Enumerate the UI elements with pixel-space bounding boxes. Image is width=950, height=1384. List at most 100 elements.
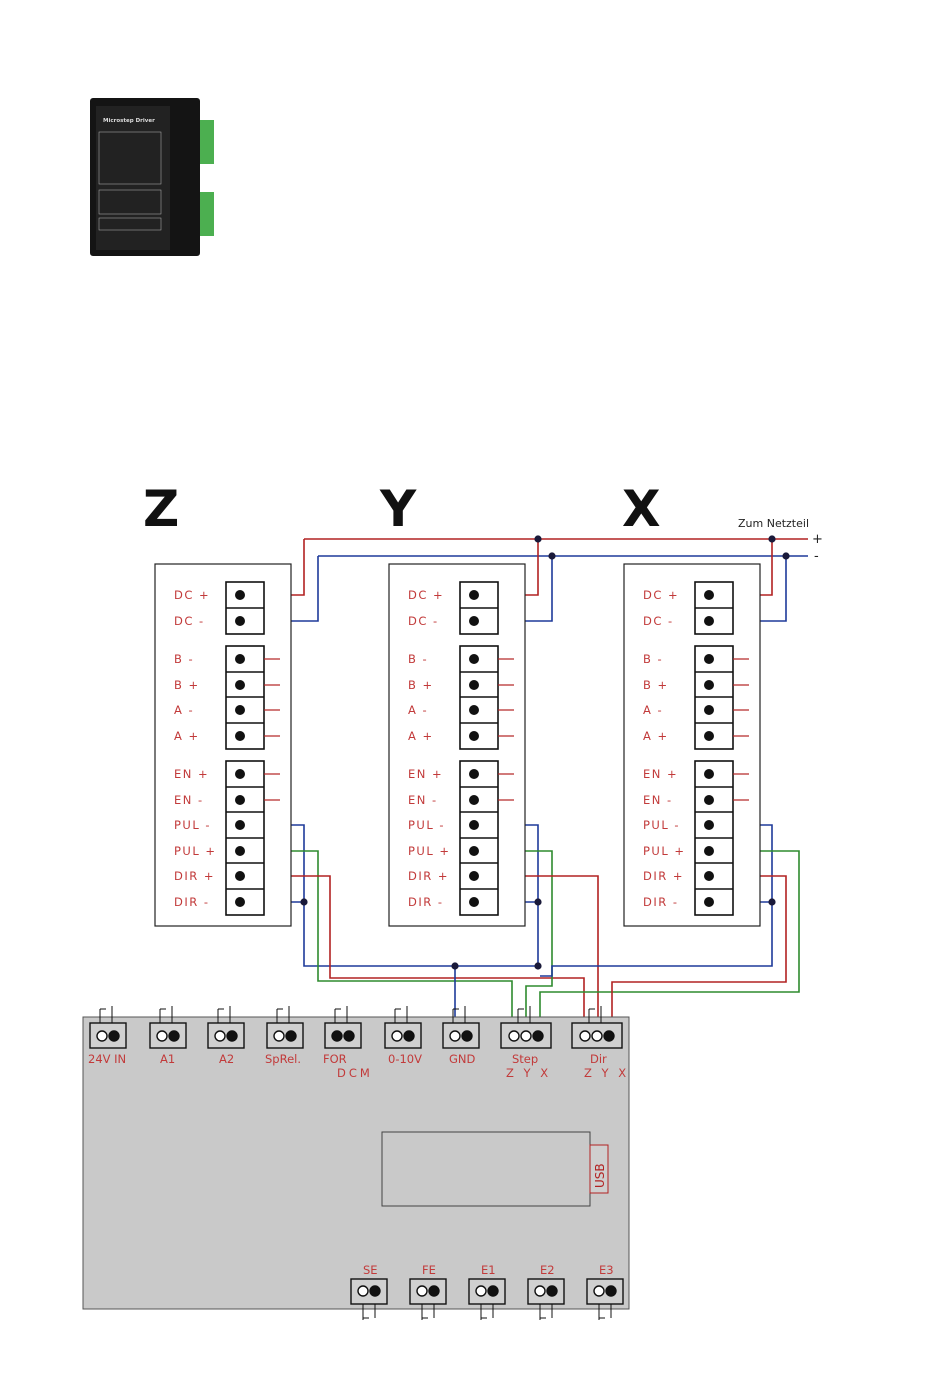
controller-port-0[interactable]: 24V IN xyxy=(88,1006,126,1066)
pin-label: PUL + xyxy=(408,844,451,858)
pin-label: PUL - xyxy=(174,818,211,832)
pin-label: B - xyxy=(408,652,428,666)
terminal-screw-icon[interactable] xyxy=(469,846,479,856)
terminal-screw-icon[interactable] xyxy=(704,795,714,805)
axis-heading-z: Z xyxy=(143,480,179,538)
pin-label: A - xyxy=(408,703,428,717)
terminal-screw-icon[interactable] xyxy=(469,897,479,907)
pin-label: A - xyxy=(643,703,663,717)
terminal-screw-icon[interactable] xyxy=(469,769,479,779)
port-sublabel: Z Y X xyxy=(584,1066,629,1080)
port-label: GND xyxy=(449,1052,476,1066)
terminal-screw-icon[interactable] xyxy=(235,871,245,881)
terminal-screw-icon[interactable] xyxy=(469,820,479,830)
axis-heading-x: X xyxy=(622,480,661,538)
terminal-screw-icon[interactable] xyxy=(704,846,714,856)
pin-label: B - xyxy=(643,652,663,666)
terminal-screw-icon[interactable] xyxy=(235,680,245,690)
terminal-screw-icon[interactable] xyxy=(235,654,245,664)
terminal-screw-icon[interactable] xyxy=(469,705,479,715)
input-label: E2 xyxy=(540,1263,555,1277)
terminal-screw-icon[interactable] xyxy=(235,897,245,907)
port-label: FOR xyxy=(323,1052,347,1066)
terminal-screw-icon[interactable] xyxy=(704,871,714,881)
terminal-screw-icon[interactable] xyxy=(469,590,479,600)
port-sublabel: Z Y X xyxy=(506,1066,551,1080)
terminal-screw-icon[interactable] xyxy=(469,731,479,741)
terminal-screw-icon[interactable] xyxy=(704,731,714,741)
terminal-screw-icon[interactable] xyxy=(235,795,245,805)
terminal-screw-icon[interactable] xyxy=(469,680,479,690)
terminal-screw-icon[interactable] xyxy=(704,820,714,830)
pin-label: DC + xyxy=(643,588,679,602)
supply-plus: + xyxy=(812,532,823,547)
pin-label: EN - xyxy=(174,793,204,807)
terminal-screw-icon[interactable] xyxy=(235,769,245,779)
pin-label: DC - xyxy=(643,614,674,628)
usb-label: USB xyxy=(593,1163,607,1188)
terminal-screw-icon[interactable] xyxy=(704,590,714,600)
driver-z: DC +DC -B -B +A -A +EN +EN -PUL -PUL +DI… xyxy=(155,564,291,926)
driver-photo-label: Microstep Driver xyxy=(103,118,155,124)
terminal-screw-icon[interactable] xyxy=(469,654,479,664)
terminal-screw-icon[interactable] xyxy=(235,705,245,715)
supply-note: Zum Netzteil xyxy=(738,517,809,530)
pin-label: A - xyxy=(174,703,194,717)
pin-label: PUL + xyxy=(643,844,686,858)
pin-label: B + xyxy=(643,678,669,692)
terminal-screw-icon[interactable] xyxy=(235,820,245,830)
port-label: A2 xyxy=(219,1052,234,1066)
port-label: 24V IN xyxy=(88,1052,126,1066)
pin-label: EN + xyxy=(643,767,678,781)
display-window xyxy=(382,1132,590,1206)
terminal-screw-icon[interactable] xyxy=(704,769,714,779)
pin-label: B + xyxy=(408,678,434,692)
pin-label: DIR - xyxy=(174,895,210,909)
supply-minus: - xyxy=(814,549,819,564)
pin-label: PUL - xyxy=(408,818,445,832)
input-label: E1 xyxy=(481,1263,496,1277)
pin-label: DC + xyxy=(408,588,444,602)
axis-heading-y: Y xyxy=(379,480,417,538)
terminal-screw-icon[interactable] xyxy=(235,590,245,600)
controller-port-6[interactable]: GND xyxy=(443,1006,479,1066)
terminal-screw-icon[interactable] xyxy=(704,705,714,715)
pin-label: PUL + xyxy=(174,844,217,858)
pin-label: DIR - xyxy=(408,895,444,909)
stepper-driver-photo-icon: Microstep Driver xyxy=(90,98,214,256)
terminal-screw-icon[interactable] xyxy=(469,616,479,626)
pin-label: A + xyxy=(408,729,434,743)
pin-label: DIR + xyxy=(408,869,449,883)
pin-label: DIR + xyxy=(174,869,215,883)
port-sublabel: DCM xyxy=(337,1066,373,1080)
port-label: 0-10V xyxy=(388,1052,422,1066)
terminal-screw-icon[interactable] xyxy=(704,654,714,664)
pin-label: DIR + xyxy=(643,869,684,883)
port-label: SpRel. xyxy=(265,1052,301,1066)
terminal-screw-icon[interactable] xyxy=(469,871,479,881)
pin-label: EN + xyxy=(174,767,209,781)
terminal-screw-icon[interactable] xyxy=(469,795,479,805)
pin-label: DC - xyxy=(174,614,205,628)
terminal-screw-icon[interactable] xyxy=(704,897,714,907)
port-label: Step xyxy=(512,1052,538,1066)
driver-x: DC +DC -B -B +A -A +EN +EN -PUL -PUL +DI… xyxy=(624,564,760,926)
terminal-screw-icon[interactable] xyxy=(704,680,714,690)
terminal-screw-icon[interactable] xyxy=(235,846,245,856)
pin-label: B - xyxy=(174,652,194,666)
terminal-screw-icon[interactable] xyxy=(235,616,245,626)
controller-port-5[interactable]: 0-10V xyxy=(385,1006,422,1066)
pin-label: B + xyxy=(174,678,200,692)
axis-headings: Z Y X xyxy=(143,480,661,538)
input-label: SE xyxy=(363,1263,378,1277)
terminal-screw-icon[interactable] xyxy=(704,616,714,626)
input-label: E3 xyxy=(599,1263,614,1277)
pin-label: EN + xyxy=(408,767,443,781)
port-label: Dir xyxy=(590,1052,607,1066)
terminal-screw-icon[interactable] xyxy=(235,731,245,741)
pin-label: EN - xyxy=(643,793,673,807)
pin-label: DC + xyxy=(174,588,210,602)
controller-port-3[interactable]: SpRel. xyxy=(265,1006,303,1066)
pin-label: A + xyxy=(643,729,669,743)
